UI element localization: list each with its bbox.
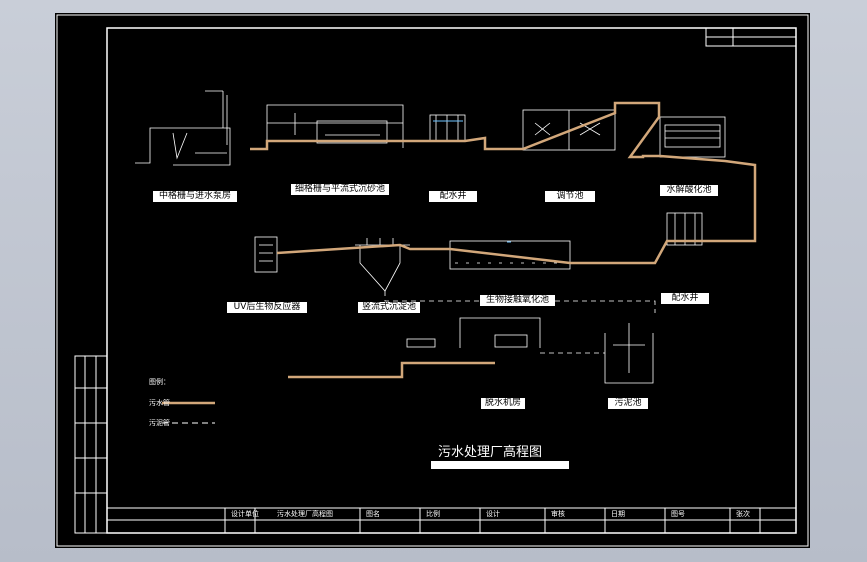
hydrolysis-tank xyxy=(659,116,726,158)
grit-chamber-outline xyxy=(266,104,404,148)
tb-drawing-name: 污水处理厂高程图 xyxy=(277,510,333,518)
tb-scale: 比例 xyxy=(426,510,440,518)
tb-date: 日期 xyxy=(611,510,625,518)
label-coarse-screen: 中格栅与进水泵房 xyxy=(153,191,237,202)
post-bio-reactor xyxy=(254,236,278,273)
label-sludge-conc: 污泥池 xyxy=(608,398,648,409)
label-fine-screen: 细格栅与平流式沉砂池 xyxy=(291,184,389,195)
label-equalization: 调节池 xyxy=(545,191,595,202)
label-dist-well-1: 配水井 xyxy=(429,191,477,202)
sewage-pipe xyxy=(250,101,757,265)
drawing-canvas xyxy=(56,14,809,547)
pump-house-outline xyxy=(135,127,231,166)
dist-well-2 xyxy=(666,212,703,246)
legend-sewage-label: 污水管 xyxy=(149,399,170,407)
drawing-sheet: 中格栅与进水泵房 细格栅与平流式沉砂池 配水井 调节池 水解酸化池 UV后生物反… xyxy=(55,13,810,548)
tb-design-unit: 设计单位 xyxy=(231,510,259,518)
label-post-bio: UV后生物反应器 xyxy=(227,302,307,313)
outer-frame xyxy=(56,14,809,547)
legend-sludge-label: 污泥管 xyxy=(149,419,170,427)
bio-contact-tank xyxy=(449,240,571,270)
left-strip xyxy=(74,355,108,534)
label-hydrolysis: 水解酸化池 xyxy=(660,185,718,196)
label-dist-well-2: 配水井 xyxy=(661,293,709,304)
tb-name-label: 图名 xyxy=(366,510,380,518)
label-bio-contact: 生物接触氧化池 xyxy=(480,295,555,306)
sewage-outfall xyxy=(288,361,495,379)
settling-tank xyxy=(359,245,401,292)
legend-title: 图例： xyxy=(149,378,170,386)
tb-number: 图号 xyxy=(671,510,685,518)
drawing-title: 污水处理厂高程图 xyxy=(438,445,543,460)
title-underline xyxy=(431,461,569,469)
dewatering-house xyxy=(459,317,541,348)
tb-design: 设计 xyxy=(486,510,500,518)
sludge-thickener xyxy=(604,333,654,384)
tb-review: 审核 xyxy=(551,510,565,518)
label-settling: 竖流式沉淀池 xyxy=(358,302,420,313)
dist-well-1 xyxy=(429,114,466,142)
tb-sheet: 张次 xyxy=(736,510,750,518)
label-sludge-house: 脱水机房 xyxy=(481,398,525,409)
